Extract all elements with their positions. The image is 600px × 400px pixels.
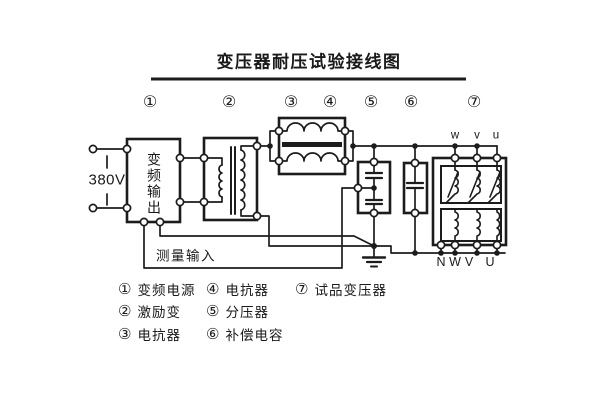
measurement-input-label: 测量输入 [156, 248, 216, 264]
legend-item-6: ⑥ 补偿电容 [206, 324, 283, 344]
callout-2: ② [221, 94, 237, 111]
hv-terminal-w-label: w [450, 129, 460, 142]
legend-label-5: 分压器 [225, 305, 269, 320]
source-voltage-label: 380V [88, 171, 126, 189]
legend-callout-4: ④ [206, 281, 220, 298]
legend-item-7: ⑦ 试品变压器 [295, 279, 387, 299]
callout-5: ⑤ [363, 94, 379, 111]
page-title: 变压器耐压试验接线图 [216, 52, 402, 72]
reactor-coil-top [278, 122, 346, 132]
legend-label-2: 激励变 [137, 305, 181, 320]
hv-terminal-v-label: v [474, 129, 480, 142]
callout-1: ① [142, 94, 158, 111]
legend-callout-5: ⑤ [206, 303, 220, 320]
legend-callout-7: ⑦ [295, 281, 309, 298]
callout-6: ⑥ [403, 94, 419, 111]
test-transformer-hv-winding-box [440, 165, 502, 204]
inverter-output-label: 变频输出 [146, 152, 162, 216]
legend-callout-1: ① [118, 281, 132, 298]
terminal-circles [88, 126, 502, 250]
excitation-transformer-internals [203, 145, 258, 217]
junction-dots [267, 143, 500, 256]
callout-3: ③ [283, 94, 299, 111]
callout-4: ④ [322, 94, 338, 111]
legend-item-5: ⑤ 分压器 [206, 301, 269, 321]
legend-callout-2: ② [118, 303, 132, 320]
reactor-internals [278, 122, 346, 162]
test-transformer-windings [445, 169, 501, 246]
legend-callout-6: ⑥ [206, 326, 220, 343]
reactor-core-bar [282, 142, 342, 147]
test-transformer-lv-winding-box [440, 208, 502, 242]
hv-terminal-u-label: u [492, 129, 500, 142]
legend-label-4: 电抗器 [225, 283, 269, 298]
legend-item-2: ② 激励变 [118, 301, 181, 321]
legend-label-6: 补偿电容 [225, 328, 284, 343]
legend-callout-3: ③ [118, 326, 132, 343]
primary-coil [218, 164, 223, 198]
callout-7: ⑦ [466, 94, 482, 111]
legend-label-3: 电抗器 [137, 328, 181, 343]
lv-terminal-u-label: U [485, 254, 495, 269]
lv-terminal-v-label: V [464, 254, 474, 269]
voltage-divider-capacitors [364, 171, 384, 206]
lv-terminal-n-label: N [436, 254, 446, 269]
legend-label-7: 试品变压器 [314, 283, 387, 298]
reactor-coil-bottom [278, 152, 346, 162]
compensation-capacitor-plates [405, 181, 425, 190]
legend-item-1: ① 变频电源 [118, 279, 195, 299]
legend-item-4: ④ 电抗器 [206, 279, 269, 299]
legend-label-1: 变频电源 [137, 283, 196, 298]
ground-symbol [361, 256, 387, 268]
lv-terminal-w-label: W [449, 254, 461, 269]
legend-item-3: ③ 电抗器 [118, 324, 181, 344]
secondary-coil [240, 149, 246, 211]
frequency-converter-box [125, 137, 182, 224]
